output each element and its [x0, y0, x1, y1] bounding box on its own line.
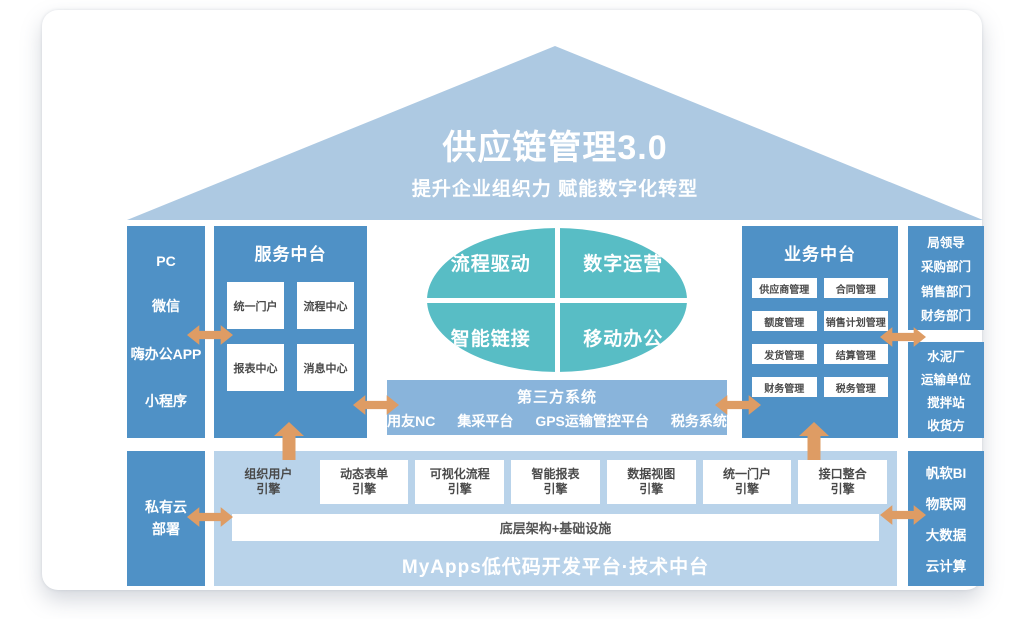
engine-label: 引擎 — [543, 482, 568, 496]
service-modules-grid: 统一门户 流程中心 报表中心 消息中心 — [227, 282, 354, 391]
channel-item: 小程序 — [145, 392, 187, 409]
engine-label: 引擎 — [352, 482, 377, 496]
engine-label: 可视化流程 — [429, 467, 490, 481]
tech-business-up-arrow-icon — [799, 422, 829, 460]
capability-quadrant: 移动办公 — [559, 302, 687, 372]
ecosystem-item: 大数据 — [925, 528, 967, 543]
engine-label: 接口整合 — [818, 467, 867, 481]
engine-label: 引擎 — [256, 482, 281, 496]
business-module: 结算管理 — [823, 344, 888, 364]
partner-item: 收货方 — [927, 419, 965, 433]
third-party-title: 第三方系统 — [516, 389, 597, 406]
business-departments-double-arrow-icon — [880, 322, 926, 352]
channel-item: 嗨办公APP — [130, 345, 202, 362]
service-module: 消息中心 — [297, 344, 354, 391]
tech-service-up-arrow-icon — [274, 422, 304, 460]
department-item: 局领导 — [927, 235, 965, 250]
service-module: 流程中心 — [297, 282, 354, 329]
ecosystem-item: 物联网 — [925, 497, 967, 512]
external-partners-panel: 水泥厂 运输单位 搅拌站 收货方 — [908, 342, 984, 438]
diagram-title: 供应链管理3.0 — [442, 129, 668, 167]
department-item: 销售部门 — [920, 284, 971, 299]
third-party-system: 税务系统 — [670, 413, 727, 429]
engine-dynamic-form: 动态表单 引擎 — [319, 460, 409, 504]
business-module: 销售计划管理 — [823, 311, 888, 331]
capability-quadrant: 智能链接 — [427, 302, 555, 372]
business-module: 供应商管理 — [752, 278, 817, 298]
deploy-tech-double-arrow-icon — [187, 502, 233, 532]
engine-label: 数据视图 — [627, 467, 676, 481]
service-platform-panel: 服务中台 统一门户 流程中心 报表中心 消息中心 — [214, 226, 367, 438]
engine-data-view: 数据视图 引擎 — [606, 460, 696, 504]
engine-unified-portal: 统一门户 引擎 — [702, 460, 792, 504]
engine-label: 引擎 — [830, 482, 855, 496]
business-module: 财务管理 — [752, 377, 817, 397]
tech-platform-panel: 组织用户 引擎 动态表单 引擎 可视化流程 引擎 智能报表 引擎 数据视图 — [214, 451, 897, 586]
service-module: 统一门户 — [227, 282, 284, 329]
third-party-system: 用友NC — [387, 413, 436, 429]
third-party-list: 用友NC 集采平台 GPS运输管控平台 税务系统 — [387, 411, 727, 431]
deploy-label-line1: 私有云 — [145, 498, 187, 515]
platform-name-label: MyApps低代码开发平台·技术中台 — [401, 557, 710, 578]
business-platform-title: 业务中台 — [784, 245, 856, 264]
third-party-systems-bar: 第三方系统 用友NC 集采平台 GPS运输管控平台 税务系统 — [387, 380, 727, 435]
engine-label: 统一门户 — [722, 467, 771, 481]
engine-label: 引擎 — [734, 482, 759, 496]
infrastructure-bar: 底层架构+基础设施 — [232, 514, 879, 541]
business-module: 额度管理 — [752, 311, 817, 331]
engine-label: 引擎 — [639, 482, 664, 496]
engine-label: 组织用户 — [244, 467, 293, 481]
department-item: 财务部门 — [920, 309, 971, 324]
ecosystem-item: 云计算 — [925, 559, 967, 574]
thirdparty-business-double-arrow-icon — [715, 390, 761, 420]
channel-item: PC — [156, 253, 176, 270]
capability-quadrant: 数字运营 — [559, 228, 687, 298]
partner-item: 搅拌站 — [927, 396, 965, 410]
engine-org-user: 组织用户 引擎 — [224, 460, 313, 504]
business-module: 合同管理 — [823, 278, 888, 298]
engine-label: 动态表单 — [340, 467, 389, 481]
engine-smart-report: 智能报表 引擎 — [511, 460, 600, 504]
third-party-system: 集采平台 — [457, 413, 514, 429]
service-platform-title: 服务中台 — [254, 245, 327, 264]
business-platform-panel: 业务中台 供应商管理 合同管理 额度管理 销售计划管理 发货管理 结算管理 财务… — [742, 226, 898, 438]
internal-departments-panel: 局领导 采购部门 销售部门 财务部门 — [908, 226, 984, 330]
private-cloud-deploy-panel: 私有云 部署 — [127, 451, 205, 586]
department-item: 采购部门 — [920, 260, 971, 275]
channels-service-double-arrow-icon — [187, 320, 233, 350]
deploy-label-line2: 部署 — [152, 520, 180, 537]
engine-interface-integration: 接口整合 引擎 — [798, 460, 888, 504]
business-module: 发货管理 — [752, 344, 817, 364]
business-modules-grid: 供应商管理 合同管理 额度管理 销售计划管理 发货管理 结算管理 财务管理 税务… — [752, 278, 888, 397]
capability-quadrant: 流程驱动 — [427, 228, 555, 298]
tech-ecosystem-double-arrow-icon — [880, 500, 926, 530]
business-module: 税务管理 — [823, 377, 888, 397]
third-party-system: GPS运输管控平台 — [535, 413, 649, 429]
partner-item: 运输单位 — [920, 373, 971, 387]
partner-item: 水泥厂 — [927, 350, 965, 364]
core-capabilities-ellipse: 流程驱动 数字运营 智能链接 移动办公 — [427, 228, 687, 372]
diagram-card: 供应链管理3.0 提升企业组织力 赋能数字化转型 PC 微信 嗨办公APP 小程… — [42, 10, 984, 590]
service-module: 报表中心 — [227, 344, 284, 391]
service-thirdparty-double-arrow-icon — [353, 390, 399, 420]
engine-label: 引擎 — [447, 482, 472, 496]
engine-visual-workflow: 可视化流程 引擎 — [415, 460, 505, 504]
ecosystem-item: 帆软BI — [925, 466, 967, 481]
engine-label: 智能报表 — [531, 467, 580, 481]
diagram-subtitle: 提升企业组织力 赋能数字化转型 — [411, 179, 699, 200]
channel-item: 微信 — [152, 298, 180, 315]
engine-row: 组织用户 引擎 动态表单 引擎 可视化流程 引擎 智能报表 引擎 数据视图 — [224, 460, 888, 504]
